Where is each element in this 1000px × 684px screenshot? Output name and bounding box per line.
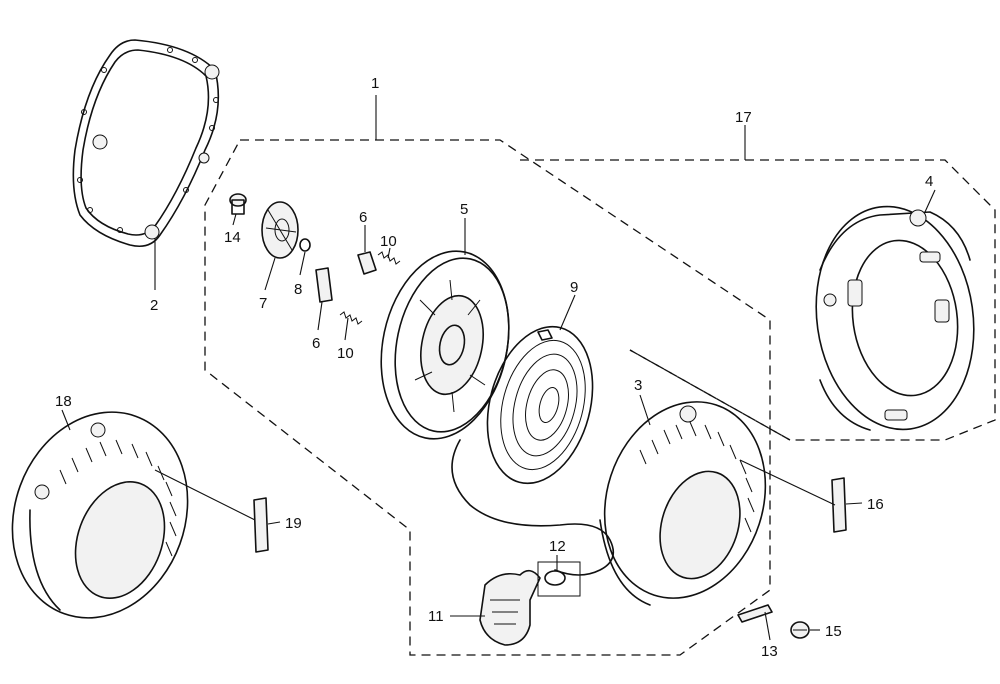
callout-16: 16 <box>867 496 884 513</box>
starter-grip <box>479 569 541 646</box>
callout-18: 18 <box>55 393 72 410</box>
group-frame-1 <box>204 139 771 656</box>
pin <box>737 604 773 623</box>
callout-14: 14 <box>224 229 241 246</box>
callout-6-lower: 6 <box>312 335 320 352</box>
callout-9: 9 <box>570 279 578 296</box>
bolt <box>229 193 247 215</box>
starter-rope <box>451 439 615 576</box>
callout-2: 2 <box>150 297 158 314</box>
callout-11: 11 <box>428 608 444 625</box>
callout-5: 5 <box>460 201 468 218</box>
callout-19: 19 <box>285 515 302 532</box>
callout-17: 17 <box>735 109 752 126</box>
clip-19 <box>253 497 269 553</box>
ratchet-lower <box>315 267 333 303</box>
clip-16 <box>831 477 847 533</box>
ratchet-upper <box>357 251 377 275</box>
rope-guide <box>537 561 581 597</box>
callout-7: 7 <box>259 295 267 312</box>
ratchet-spring-upper <box>377 251 401 265</box>
callout-4: 4 <box>925 173 933 190</box>
washer <box>299 238 311 252</box>
starter-cover-outer <box>815 205 975 431</box>
callout-13: 13 <box>761 643 778 660</box>
screw <box>790 621 810 639</box>
leader-lines <box>61 95 936 641</box>
gasket <box>72 39 220 248</box>
callout-6-upper: 6 <box>359 209 367 226</box>
recoil-starter-case <box>599 401 767 606</box>
callout-1: 1 <box>371 75 379 92</box>
group-frame-17 <box>520 159 996 441</box>
callout-10-lower: 10 <box>337 345 354 362</box>
callout-10-upper: 10 <box>380 233 397 250</box>
callout-15: 15 <box>825 623 842 640</box>
callout-12: 12 <box>549 538 566 555</box>
ratchet-plate <box>261 201 299 259</box>
callout-3: 3 <box>634 377 642 394</box>
callout-8: 8 <box>294 281 302 298</box>
recoil-spring <box>486 325 594 485</box>
ratchet-spring-lower <box>339 311 363 325</box>
fan-cover <box>11 411 189 619</box>
group-frame-3 <box>629 349 791 441</box>
reel-pulley <box>380 250 510 440</box>
